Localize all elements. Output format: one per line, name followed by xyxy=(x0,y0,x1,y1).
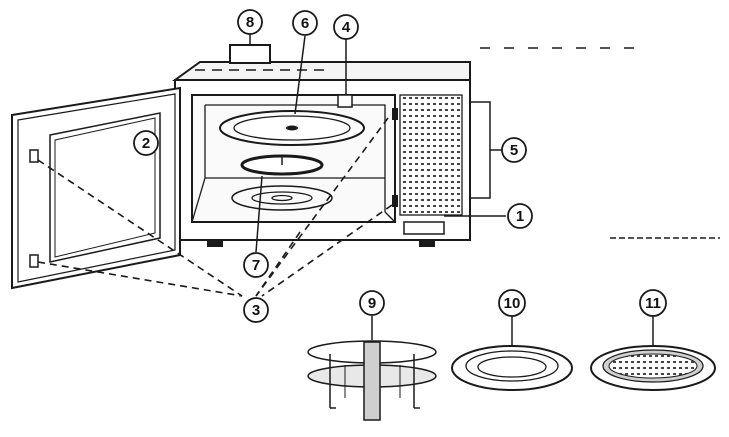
callout-3: 3 xyxy=(243,297,269,323)
callout-4: 4 xyxy=(333,14,359,40)
callout-circle xyxy=(292,10,318,36)
callout-11: 11 xyxy=(639,289,667,317)
callout-number: 7 xyxy=(252,257,260,274)
oven-foot-left xyxy=(207,239,223,247)
callout-number: 10 xyxy=(504,295,521,312)
oven-top xyxy=(171,61,471,81)
door-release-button xyxy=(403,221,445,235)
microwave-oven xyxy=(171,44,491,247)
callout-circle xyxy=(501,137,527,163)
callout-1: 1 xyxy=(507,203,533,229)
top-controls xyxy=(229,44,271,64)
cooking-rack xyxy=(307,340,437,421)
callout-number: 4 xyxy=(342,19,351,36)
callouts: 1 2 3 4 5 6 7 8 9 10 11 xyxy=(133,9,667,323)
callout-number: 1 xyxy=(516,208,524,225)
door-window xyxy=(49,112,161,263)
crisp-plate xyxy=(590,345,716,391)
callout-10: 10 xyxy=(498,289,526,317)
callout-6: 6 xyxy=(292,10,318,36)
turntable-base xyxy=(231,185,333,211)
callout-number: 5 xyxy=(510,142,518,159)
callout-number: 6 xyxy=(301,15,309,32)
oven-foot-right xyxy=(419,239,435,247)
callout-9: 9 xyxy=(359,290,385,316)
callout-7: 7 xyxy=(243,252,269,278)
callout-number: 2 xyxy=(142,135,150,152)
oven-door xyxy=(11,86,181,290)
glass-plate xyxy=(451,345,573,391)
callout-circle xyxy=(498,289,526,317)
control-panel xyxy=(399,94,463,216)
callout-number: 11 xyxy=(645,295,661,312)
callout-circle xyxy=(133,130,159,156)
callout-circle xyxy=(243,297,269,323)
callout-2: 2 xyxy=(133,130,159,156)
callout-circle xyxy=(237,9,263,35)
callout-circle xyxy=(243,252,269,278)
callout-circle xyxy=(333,14,359,40)
callout-number: 3 xyxy=(252,302,260,319)
callout-circle xyxy=(359,290,385,316)
callout-8: 8 xyxy=(237,9,263,35)
leader-lines xyxy=(37,47,720,297)
oven-light xyxy=(337,94,353,108)
callout-5: 5 xyxy=(501,137,527,163)
callout-circle xyxy=(639,289,667,317)
callout-number: 8 xyxy=(246,14,254,31)
solid-leaders xyxy=(249,33,654,350)
callout-number: 9 xyxy=(368,295,376,312)
callout-circle xyxy=(507,203,533,229)
